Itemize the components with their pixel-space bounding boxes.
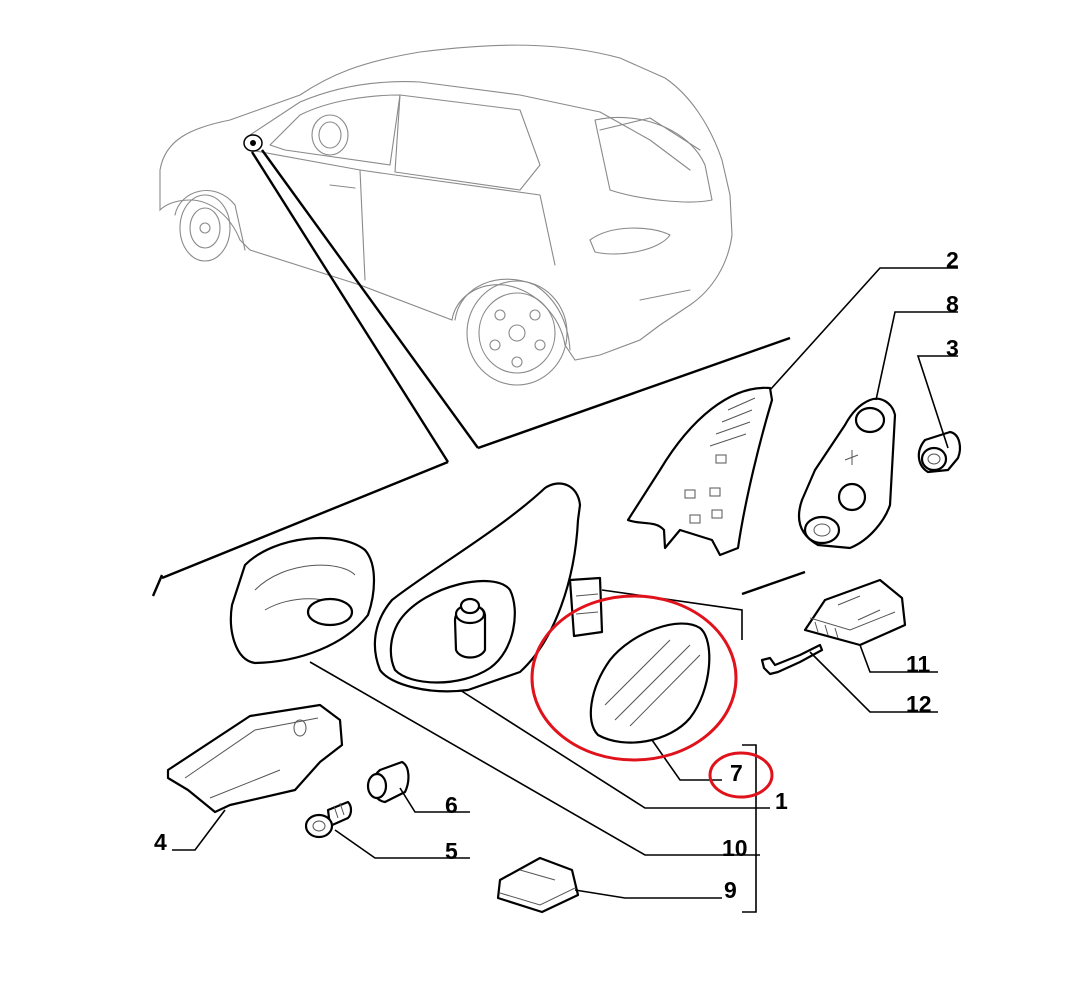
- zoom-frame: [151, 149, 806, 597]
- callout-3: 3: [946, 335, 959, 361]
- part-4-trim-plate: [166, 703, 344, 814]
- part-10-back-cover: [229, 536, 376, 665]
- callout-8: 8: [946, 291, 959, 317]
- callout-labels: 2 8 3 11 12 7 1 6 4 5 10 9: [154, 247, 959, 903]
- callout-9: 9: [724, 877, 737, 903]
- highlight-mirror-glass: [530, 594, 738, 762]
- part-12-terminal: [760, 643, 824, 676]
- callout-1: 1: [775, 788, 788, 814]
- part-8-bracket: [797, 397, 897, 550]
- part-9-connector: [496, 856, 580, 914]
- callout-7: 7: [730, 760, 743, 786]
- part-3-cap: [917, 430, 961, 474]
- callout-2: 2: [946, 247, 959, 273]
- part-6-bushing: [366, 760, 410, 804]
- highlight-callout-7: [708, 751, 774, 799]
- callout-11: 11: [906, 651, 931, 677]
- part-1-mirror-housing: [373, 482, 604, 693]
- part-7-mirror-glass: [589, 622, 711, 744]
- group-bracket: [742, 744, 757, 913]
- highlight-marks: [530, 594, 774, 799]
- part-11-connector: [803, 578, 907, 647]
- car-illustration: [159, 44, 733, 386]
- callout-4: 4: [154, 829, 167, 855]
- callout-10: 10: [722, 835, 748, 861]
- callout-5: 5: [445, 838, 458, 864]
- callout-6: 6: [445, 792, 458, 818]
- part-5-screw: [304, 800, 353, 839]
- part-2-mirror-cover: [626, 386, 774, 557]
- callout-12: 12: [906, 691, 932, 717]
